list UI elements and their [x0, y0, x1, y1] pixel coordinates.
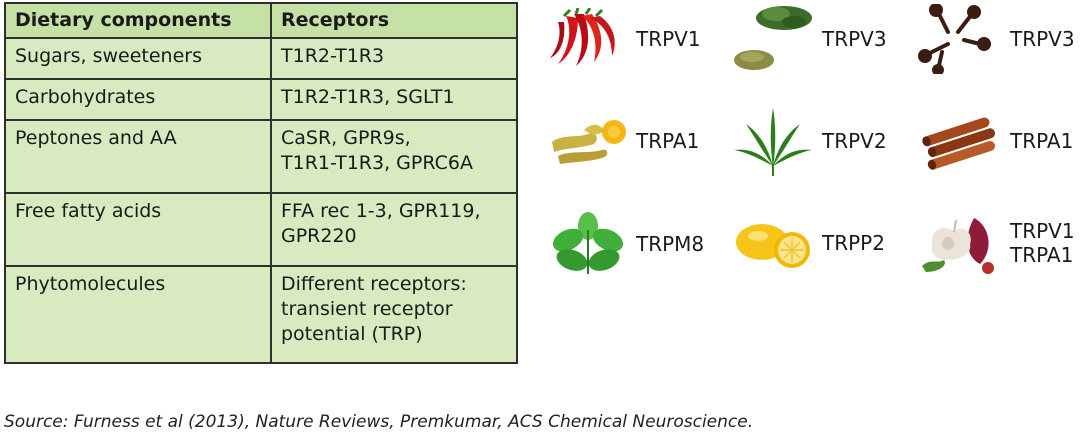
- receptor-line: Different receptors:: [281, 273, 467, 295]
- receptor-line: transient receptor: [281, 298, 453, 320]
- receptor-item-mint: TRPM8: [548, 210, 704, 278]
- receptor-item-chili: TRPV1: [548, 8, 701, 70]
- receptor-label: TRPA1: [1010, 243, 1074, 267]
- header-receptors: Receptors: [270, 2, 518, 39]
- receptor-label: TRPV1: [1010, 219, 1075, 243]
- garlic-onion-icon: [922, 218, 994, 274]
- receptor-line: T1R2-T1R3: [281, 45, 385, 67]
- receptor-label-group: TRPV1 TRPA1: [1010, 219, 1075, 267]
- oregano-icon: [734, 6, 812, 70]
- cinnamon-icon: [922, 117, 996, 170]
- table-row: Peptones and AA CaSR, GPR9s, T1R1-T1R3, …: [4, 119, 518, 194]
- source-caption: Source: Furness et al (2013), Nature Rev…: [4, 412, 754, 432]
- receptor-line: T1R1-T1R3, GPRC6A: [281, 152, 473, 174]
- mint-icon: [552, 212, 624, 274]
- component-cell: Peptones and AA: [4, 119, 272, 194]
- receptor-label: TRPA1: [1010, 129, 1074, 153]
- components-receptors-table: Dietary components Receptors Sugars, swe…: [4, 2, 518, 364]
- receptor-item-garlic-onion: TRPV1 TRPA1: [918, 210, 1075, 276]
- component-cell: Phytomolecules: [4, 265, 272, 364]
- table-header-row: Dietary components Receptors: [4, 2, 518, 39]
- table-row: Carbohydrates T1R2-T1R3, SGLT1: [4, 78, 518, 121]
- turmeric-icon: [552, 120, 626, 164]
- receptor-item-lemon: TRPP2: [732, 212, 885, 274]
- receptor-cell: Different receptors: transient receptor …: [270, 265, 518, 364]
- receptor-item-cannabis: TRPV2: [732, 106, 887, 176]
- lemon-icon: [736, 224, 810, 268]
- receptor-cell: FFA rec 1-3, GPR119, GPR220: [270, 192, 518, 267]
- clove-icon: [918, 4, 991, 74]
- receptor-line: GPR220: [281, 225, 357, 247]
- receptor-line: CaSR, GPR9s,: [281, 127, 411, 149]
- component-cell: Sugars, sweeteners: [4, 37, 272, 80]
- component-cell: Carbohydrates: [4, 78, 272, 121]
- receptor-label: TRPV2: [822, 129, 887, 153]
- receptor-line: potential (TRP): [281, 323, 423, 345]
- receptor-label: TRPP2: [822, 231, 885, 255]
- receptor-item-turmeric: TRPA1: [548, 112, 699, 170]
- table-row: Phytomolecules Different receptors: tran…: [4, 265, 518, 364]
- receptor-label: TRPV3: [1010, 27, 1075, 51]
- table-row: Free fatty acids FFA rec 1-3, GPR119, GP…: [4, 192, 518, 267]
- receptor-cell: T1R2-T1R3: [270, 37, 518, 80]
- receptor-label: TRPM8: [636, 232, 705, 256]
- chili-pepper-icon: [550, 8, 615, 66]
- cannabis-leaf-icon: [734, 108, 812, 176]
- component-cell: Free fatty acids: [4, 192, 272, 267]
- receptor-label: TRPV1: [636, 27, 701, 51]
- receptor-item-oregano: TRPV3: [732, 4, 887, 74]
- receptor-line: FFA rec 1-3, GPR119,: [281, 200, 481, 222]
- receptor-line: T1R2-T1R3, SGLT1: [281, 86, 455, 108]
- table-row: Sugars, sweeteners T1R2-T1R3: [4, 37, 518, 80]
- receptor-item-cinnamon: TRPA1: [918, 112, 1073, 170]
- receptor-cell: CaSR, GPR9s, T1R1-T1R3, GPRC6A: [270, 119, 518, 194]
- receptor-label: TRPA1: [636, 129, 700, 153]
- header-dietary-components: Dietary components: [4, 2, 272, 39]
- receptor-item-cloves: TRPV3: [918, 4, 1075, 74]
- receptor-label: TRPV3: [822, 27, 887, 51]
- receptor-cell: T1R2-T1R3, SGLT1: [270, 78, 518, 121]
